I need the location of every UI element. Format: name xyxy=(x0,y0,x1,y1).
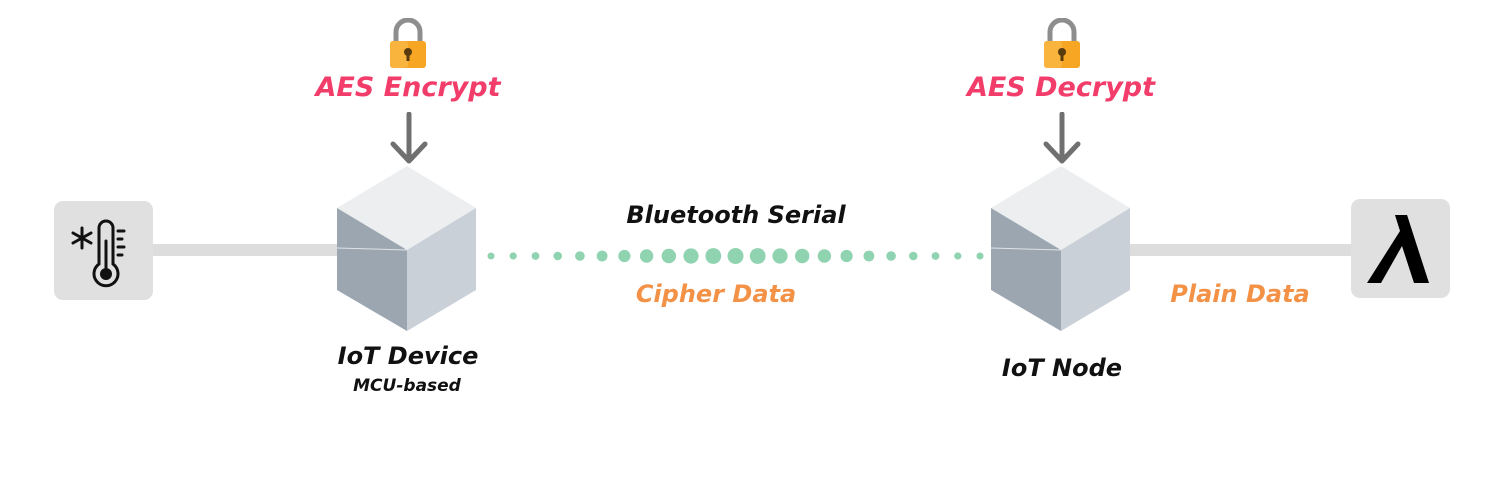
node-name-label: IoT Node xyxy=(1001,354,1123,382)
lock-icon xyxy=(1044,18,1080,68)
bluetooth-dot xyxy=(705,248,722,264)
bluetooth-dot xyxy=(886,251,896,261)
algorand-logo-icon xyxy=(1367,215,1429,283)
bluetooth-dot xyxy=(863,250,875,262)
down-arrow-icon xyxy=(390,112,428,164)
device-type-label: MCU-based xyxy=(353,376,461,396)
bluetooth-dot xyxy=(795,248,810,264)
sensor-to-device-line xyxy=(150,244,350,256)
iot-device-cube xyxy=(337,166,476,331)
thermometer-snowflake-icon xyxy=(71,219,126,288)
bluetooth-dot xyxy=(727,248,744,264)
bluetooth-dot xyxy=(553,251,562,261)
lock-icon xyxy=(390,18,426,68)
bluetooth-dot xyxy=(575,251,585,261)
bluetooth-dot xyxy=(772,248,788,264)
cipher-data-label: Cipher Data xyxy=(635,280,797,308)
bluetooth-dot xyxy=(596,250,608,262)
bluetooth-dot xyxy=(817,249,832,263)
node-to-chain-line xyxy=(1125,244,1353,256)
iot-node-cube xyxy=(991,166,1130,331)
decrypt-label: AES Decrypt xyxy=(966,72,1156,103)
bluetooth-dot xyxy=(618,249,631,263)
bluetooth-dot xyxy=(749,248,766,264)
bluetooth-label: Bluetooth Serial xyxy=(626,201,846,229)
down-arrow-icon xyxy=(1043,112,1081,164)
bluetooth-dot xyxy=(683,248,699,264)
chain-tile xyxy=(1351,199,1450,298)
encrypt-label: AES Encrypt xyxy=(315,72,501,103)
bluetooth-dot xyxy=(840,249,853,263)
bluetooth-dot xyxy=(531,252,540,260)
sensor-tile xyxy=(54,201,153,300)
bluetooth-link-dots xyxy=(487,248,984,264)
bluetooth-dot xyxy=(487,252,495,260)
device-name-label: IoT Device xyxy=(337,342,479,370)
bluetooth-dot xyxy=(661,248,676,264)
bluetooth-dot xyxy=(931,252,940,260)
bluetooth-dot xyxy=(954,252,962,260)
plain-data-label: Plain Data xyxy=(1170,280,1310,308)
bluetooth-dot xyxy=(909,251,918,261)
bluetooth-dot xyxy=(509,252,517,260)
bluetooth-dot xyxy=(976,252,984,260)
bluetooth-dot xyxy=(639,249,654,263)
